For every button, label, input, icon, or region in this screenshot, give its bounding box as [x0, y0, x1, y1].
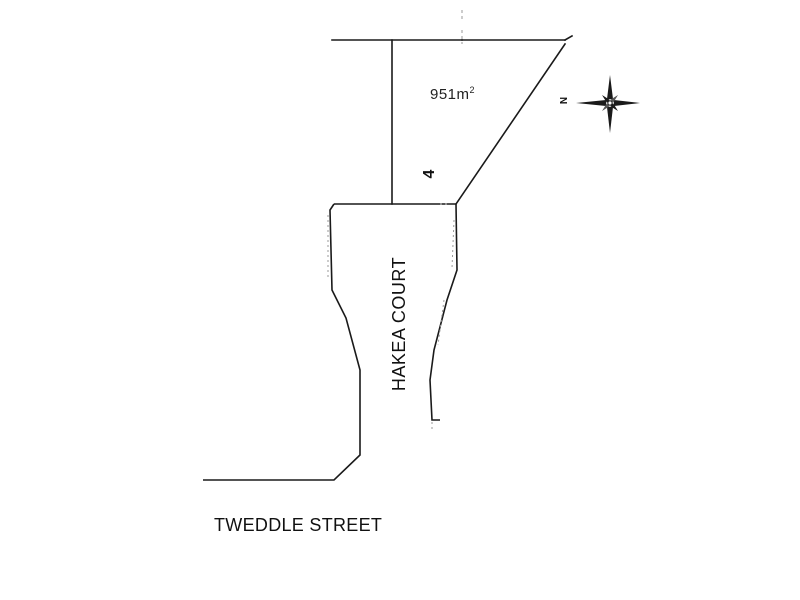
hakea-court-label: HAKEA COURT	[389, 256, 409, 392]
tweddle-street-label: TWEDDLE STREET	[214, 515, 383, 535]
lot-area-label: 951m2	[430, 85, 476, 104]
lot-number-label: 4	[421, 169, 438, 179]
lot-area-value: 951m	[430, 86, 470, 103]
kerb-detail-faint	[327, 203, 455, 432]
north-compass-icon	[576, 75, 640, 133]
north-label: N	[559, 96, 571, 105]
lot-area-superscript: 2	[469, 85, 476, 95]
lot-4-boundary	[331, 34, 574, 206]
hakea-court-road	[203, 203, 458, 481]
adjoining-boundary-faint	[420, 10, 560, 44]
